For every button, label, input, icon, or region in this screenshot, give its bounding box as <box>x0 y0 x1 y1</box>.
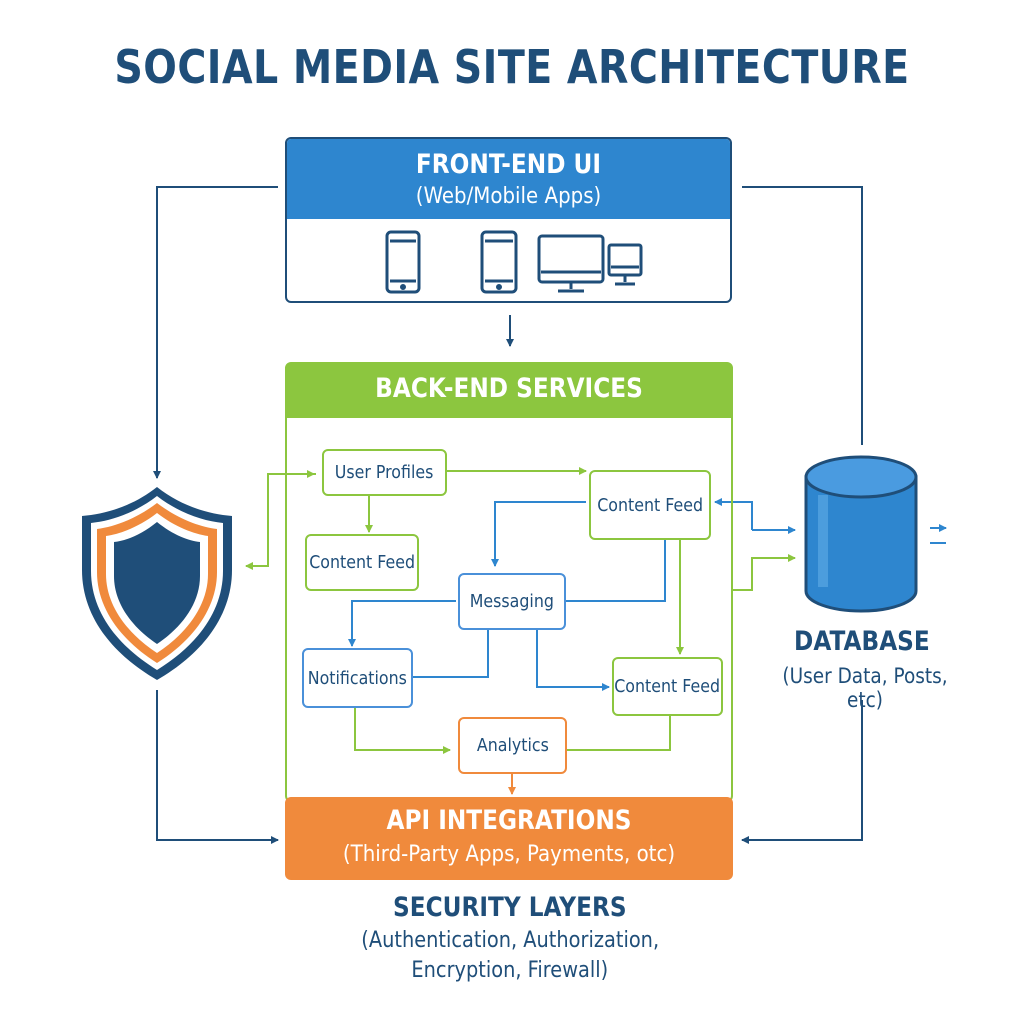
api-subtitle: (Third-Party Apps, Payments, otc) <box>342 842 676 867</box>
frontend-panel: FRONT-END UI (Web/Mobile Apps) <box>285 137 732 303</box>
frontend-subtitle: (Web/Mobile Apps) <box>415 184 602 209</box>
frontend-header: FRONT-END UI (Web/Mobile Apps) <box>287 139 730 219</box>
database-subtitle: (User Data, Posts, etc) <box>782 664 948 712</box>
device-icons <box>385 230 643 294</box>
page-title: SOCIAL MEDIA SITE ARCHITECTURE <box>114 40 910 94</box>
security-title: SECURITY LAYERS <box>393 892 627 923</box>
database-title: DATABASE <box>794 626 930 657</box>
frontend-title: FRONT-END UI <box>415 149 602 180</box>
api-title: API INTEGRATIONS <box>386 805 632 836</box>
content-feed-node-bottom: Content Feed <box>612 657 723 716</box>
security-line-1: (Authentication, Authorization, <box>361 928 659 953</box>
database-icon <box>804 455 918 613</box>
desktop-monitor-icon <box>537 234 605 293</box>
content-feed-node-top: Content Feed <box>589 470 711 540</box>
notifications-node: Notifications <box>302 648 413 708</box>
user-profiles-node: User Profiles <box>322 449 447 496</box>
api-integrations-panel: API INTEGRATIONS (Third-Party Apps, Paym… <box>285 797 733 880</box>
security-line-2: Encryption, Firewall) <box>411 958 609 983</box>
phone-icon <box>385 230 421 294</box>
shield-icon <box>82 487 232 680</box>
messaging-node: Messaging <box>458 573 566 630</box>
backend-panel: BACK-END SERVICES <box>285 362 733 802</box>
small-monitor-icon <box>607 243 643 286</box>
backend-header: BACK-END SERVICES <box>287 364 731 418</box>
analytics-node: Analytics <box>458 717 567 774</box>
content-feed-node-left: Content Feed <box>305 534 419 591</box>
backend-title: BACK-END SERVICES <box>375 373 643 404</box>
phone-icon <box>480 230 518 294</box>
